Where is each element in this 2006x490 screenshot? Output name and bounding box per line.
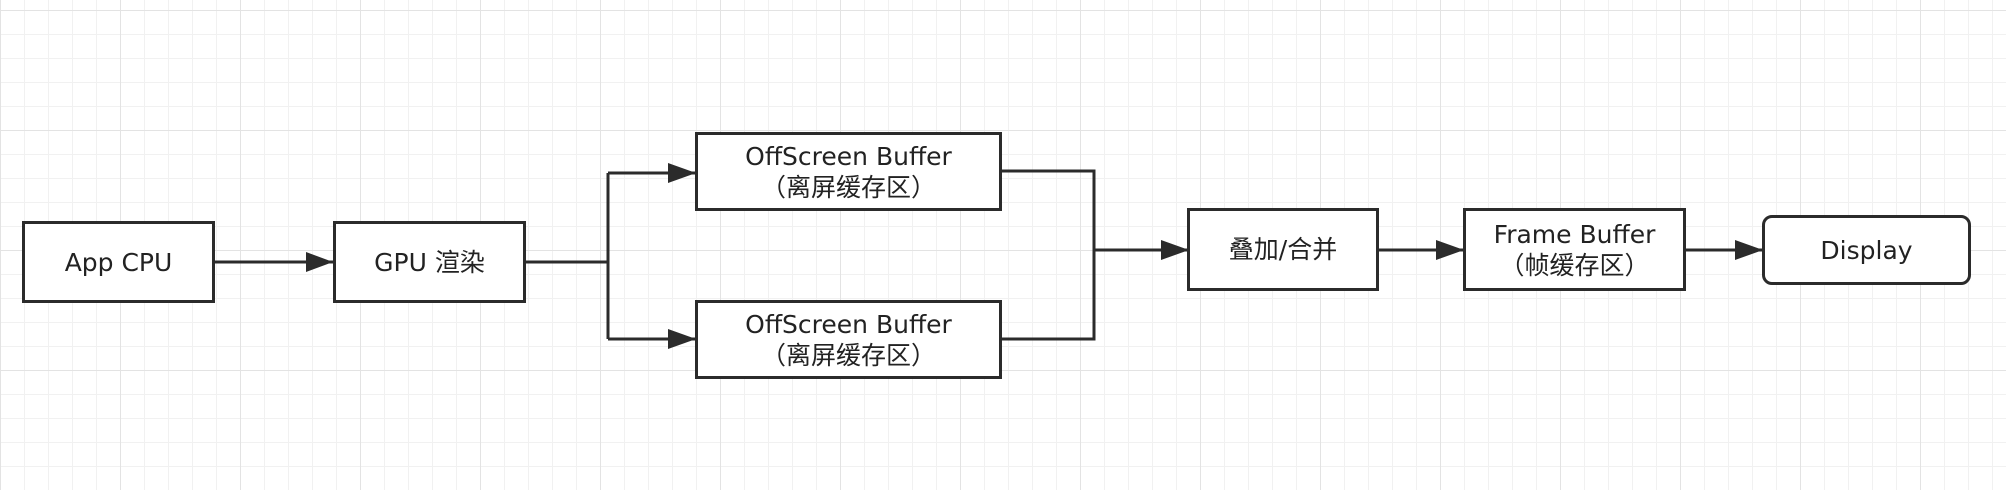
connector-merge — [1000, 169, 1189, 341]
node-offscreen-bottom-line1: OffScreen Buffer — [745, 309, 952, 339]
node-offscreen-top-line2: （离屏缓存区） — [760, 172, 936, 202]
node-gpu-render[interactable]: GPU 渲染 — [333, 221, 526, 303]
node-offscreen-buffer-top[interactable]: OffScreen Buffer （离屏缓存区） — [695, 132, 1002, 211]
arrowhead-gpu — [306, 252, 333, 272]
node-app-cpu-label: App CPU — [64, 247, 173, 277]
arrowhead-display — [1735, 240, 1763, 260]
arrowhead-offscreen-top — [668, 163, 696, 183]
arrowhead-frame-buffer — [1436, 240, 1464, 260]
arrowhead-composite — [1161, 240, 1189, 260]
arrowhead-offscreen-bottom — [668, 329, 696, 349]
node-offscreen-bottom-line2: （离屏缓存区） — [760, 340, 936, 370]
node-composite[interactable]: 叠加/合并 — [1187, 208, 1379, 291]
node-frame-buffer-line1: Frame Buffer — [1493, 219, 1656, 249]
node-display[interactable]: Display — [1762, 215, 1971, 285]
connector-gpu-trunk — [524, 173, 610, 339]
node-frame-buffer-line2: （帧缓存区） — [1499, 250, 1650, 280]
node-offscreen-buffer-bottom[interactable]: OffScreen Buffer （离屏缓存区） — [695, 300, 1002, 379]
node-app-cpu[interactable]: App CPU — [22, 221, 215, 303]
node-display-label: Display — [1820, 235, 1913, 265]
node-composite-label: 叠加/合并 — [1228, 235, 1338, 264]
node-offscreen-top-line1: OffScreen Buffer — [745, 141, 952, 171]
node-frame-buffer[interactable]: Frame Buffer （帧缓存区） — [1463, 208, 1686, 291]
node-gpu-render-label: GPU 渲染 — [374, 247, 485, 277]
